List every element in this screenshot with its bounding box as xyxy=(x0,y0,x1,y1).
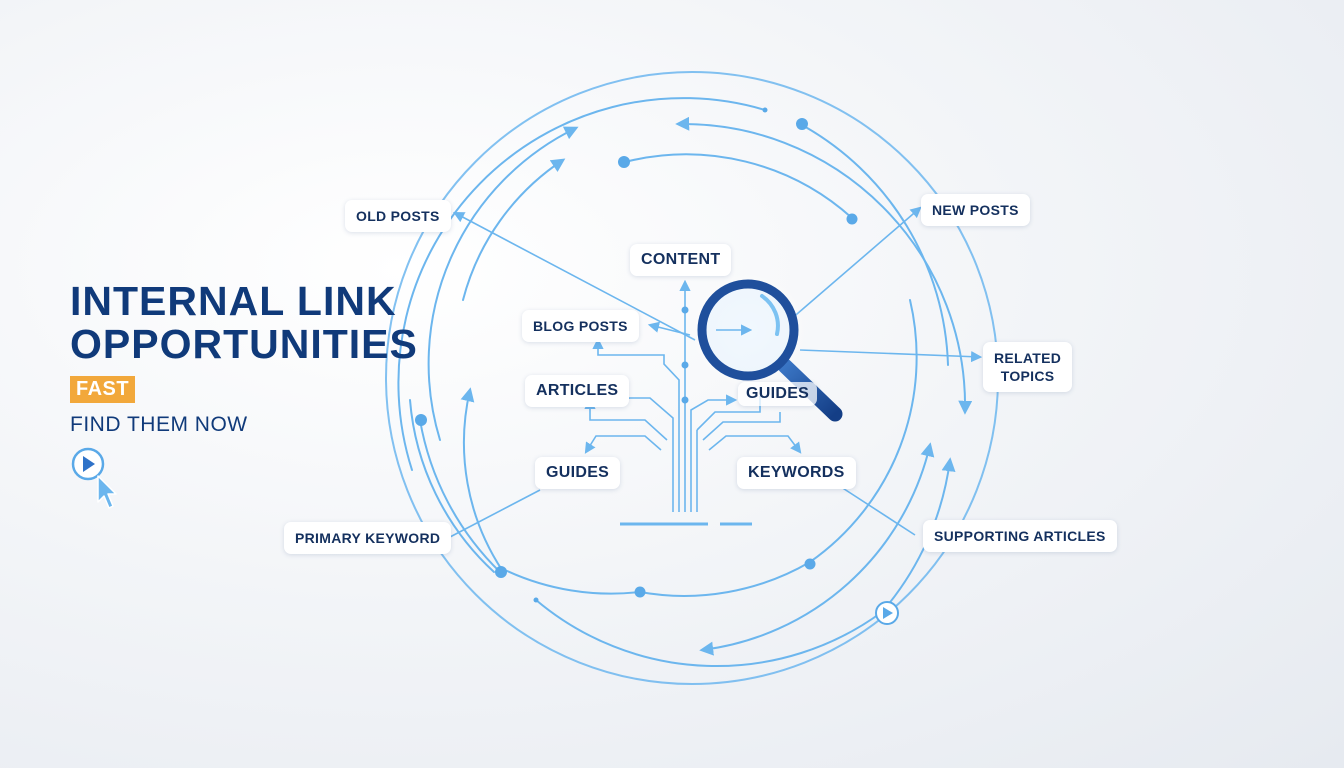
ring-arc-5 xyxy=(460,387,503,571)
ring-arc-14 xyxy=(535,599,883,668)
node-dot xyxy=(681,306,689,314)
ring-arc-8 xyxy=(801,124,949,366)
label-guides-inner: GUIDES xyxy=(738,382,818,406)
label-blog-posts: BLOG POSTS xyxy=(522,310,639,342)
outer-ring xyxy=(385,71,999,685)
related-topics-connector xyxy=(799,349,983,363)
label-guides: GUIDES xyxy=(535,457,621,489)
node-dot xyxy=(533,597,539,603)
old-posts-connector xyxy=(453,211,696,341)
label-old-posts: OLD POSTS xyxy=(345,200,451,232)
node-dot xyxy=(762,107,768,113)
orbit-play-icon[interactable] xyxy=(875,601,899,625)
pointer-cursor-icon xyxy=(97,475,117,509)
primary-keyword-connector xyxy=(449,489,541,538)
label-supporting-articles: SUPPORTING ARTICLES xyxy=(923,520,1117,552)
label-related-topics: RELATED TOPICS xyxy=(983,342,1073,392)
label-articles: ARTICLES xyxy=(525,375,630,407)
hero-block: INTERNAL LINK OPPORTUNITIES FAST FIND TH… xyxy=(70,280,418,437)
label-primary-keyword: PRIMARY KEYWORD xyxy=(284,522,452,554)
label-content: CONTENT xyxy=(630,244,732,276)
ring-arc-15 xyxy=(419,419,501,573)
hero-title: INTERNAL LINK OPPORTUNITIES xyxy=(70,278,418,367)
node-dot xyxy=(495,566,507,578)
magnifying-glass-icon xyxy=(688,270,843,422)
node-dot xyxy=(846,213,858,225)
ring-arc-1 xyxy=(397,97,766,471)
ring-arc-2 xyxy=(675,116,973,415)
connector-lines xyxy=(449,206,983,538)
ring-arc-7 xyxy=(624,153,853,219)
ring-arc-6 xyxy=(462,158,566,301)
hero-tagline: FIND THEM NOW xyxy=(70,413,248,436)
node-dots xyxy=(415,107,858,603)
play-button[interactable] xyxy=(70,446,130,516)
ring-arc-9 xyxy=(809,299,918,563)
ring-arc-10 xyxy=(639,561,811,597)
node-dot xyxy=(804,558,816,570)
orbit-rings xyxy=(385,71,999,685)
play-circle-icon xyxy=(71,447,117,509)
label-keywords: KEYWORDS xyxy=(737,457,856,489)
node-dot xyxy=(681,361,689,369)
node-dot xyxy=(796,118,808,130)
node-dot xyxy=(681,396,689,404)
blog-posts-connector xyxy=(647,321,691,336)
node-dot xyxy=(415,414,427,426)
node-dot xyxy=(618,156,630,168)
new-posts-connector xyxy=(789,206,922,321)
ring-arc-4 xyxy=(409,399,495,573)
ring-arc-11 xyxy=(504,569,641,595)
supporting-articles-connector xyxy=(837,484,916,536)
ring-arc-3 xyxy=(427,126,579,441)
label-new-posts: NEW POSTS xyxy=(921,194,1030,226)
node-dot xyxy=(634,586,646,598)
ring-arc-12 xyxy=(699,442,935,656)
fast-badge: FAST xyxy=(70,376,136,403)
